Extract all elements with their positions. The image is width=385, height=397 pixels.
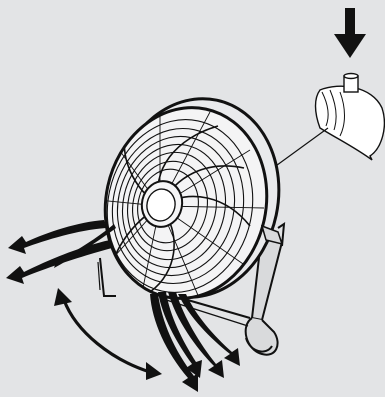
tilt-knob-icon	[343, 72, 359, 93]
airflow-arrow-icon	[6, 220, 116, 284]
knob-detail-callout	[261, 72, 385, 177]
downward-airflow-arrows	[150, 292, 240, 392]
double-arrow-icon	[54, 288, 162, 380]
press-down-arrow-icon	[334, 8, 366, 58]
fan-hub	[140, 180, 184, 228]
